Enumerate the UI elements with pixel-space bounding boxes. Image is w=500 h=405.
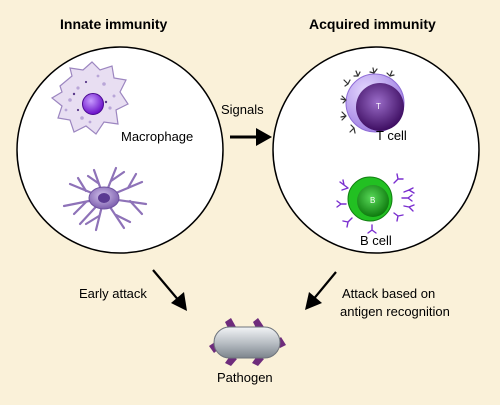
signals-arrow [230, 128, 272, 146]
acquired-immunity-title: Acquired immunity [309, 16, 436, 32]
early-attack-label: Early attack [79, 286, 147, 301]
b-cell [336, 173, 415, 234]
innate-immunity-title: Innate immunity [60, 16, 168, 32]
b-cell-glyph: B [370, 196, 376, 205]
signals-label: Signals [221, 102, 264, 117]
macrophage-label: Macrophage [121, 129, 194, 144]
t-cell-glyph: T [376, 102, 381, 111]
t-cell [340, 67, 405, 134]
early-attack-arrow [152, 269, 187, 311]
acquired-circle [272, 46, 480, 254]
dendritic-cell [62, 166, 148, 232]
pathogen-cell [209, 318, 286, 366]
antigen-attack-label-line2: antigen recognition [340, 304, 450, 319]
b-cell-label: B cell [360, 233, 392, 248]
antigen-attack-label-line1: Attack based on [342, 286, 436, 301]
pathogen-label: Pathogen [217, 370, 273, 385]
antigen-attack-arrow [305, 271, 337, 310]
t-cell-label: T cell [376, 128, 407, 143]
macrophage-cell [50, 61, 129, 135]
